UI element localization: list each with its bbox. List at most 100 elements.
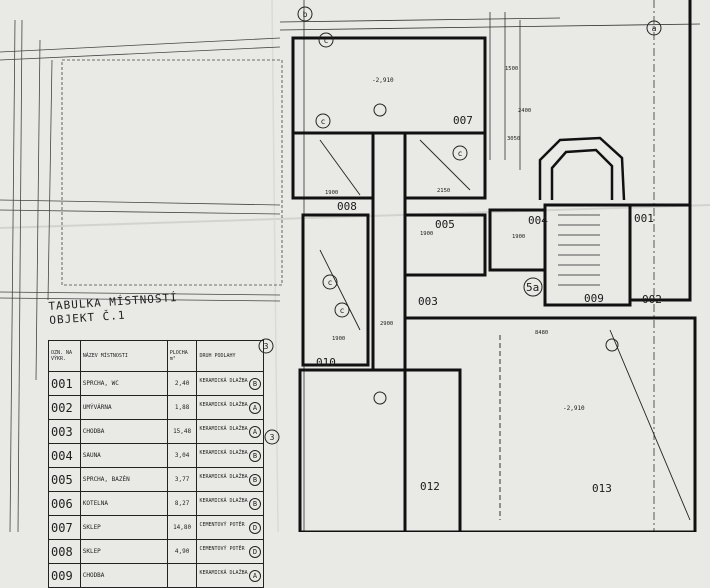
room-label: 002 bbox=[642, 293, 662, 306]
floor-text: KERAMICKÁ DLAŽBA bbox=[199, 569, 248, 576]
header-cell: DRUH PODLAHY bbox=[196, 340, 264, 372]
room-number: 006 bbox=[48, 491, 81, 516]
room-name: SPRCHA, WC bbox=[79, 371, 168, 396]
room-label: 012 bbox=[420, 480, 440, 493]
room-area: 15,48 bbox=[166, 419, 198, 444]
room-name: SAUNA bbox=[79, 443, 168, 468]
room-label: 005 bbox=[435, 218, 455, 231]
room-label: 001 bbox=[634, 212, 654, 225]
room-area: 8,27 bbox=[166, 491, 198, 516]
grid-marker: c bbox=[328, 278, 333, 287]
floor-mark: B bbox=[249, 473, 261, 486]
dimension-label: 2150 bbox=[437, 188, 450, 194]
room-label: 009 bbox=[584, 292, 604, 305]
header-cell: OZN. NA VÝKR. bbox=[48, 340, 81, 372]
grid-marker: b bbox=[303, 10, 308, 19]
grid-marker: c bbox=[340, 306, 345, 315]
floor-type: D CEMENTOVÝ POTĚR bbox=[196, 539, 264, 564]
room-name: SKLEP bbox=[79, 515, 168, 540]
grid-marker-labels: b c c c c c a 3 3 bbox=[264, 10, 657, 442]
header-cell: NÁZEV MÍSTNOSTI bbox=[79, 340, 168, 372]
dimension-label: 8480 bbox=[535, 330, 548, 336]
floor-mark: A bbox=[249, 569, 261, 582]
room-name: CHODBA bbox=[79, 563, 168, 588]
room-label: 003 bbox=[418, 295, 438, 308]
room-number: 005 bbox=[48, 467, 81, 492]
grid-marker: c bbox=[321, 117, 326, 126]
room-area bbox=[166, 563, 198, 588]
room-area: 14,80 bbox=[166, 515, 198, 540]
room-number: 002 bbox=[48, 395, 81, 420]
room-table-header: OZN. NA VÝKR. NÁZEV MÍSTNOSTI PLOCHA m² … bbox=[48, 340, 264, 372]
room-name: KOTELNA bbox=[79, 491, 168, 516]
grid-marker: 3 bbox=[270, 433, 275, 442]
room-name: SPRCHA, BAZÉN bbox=[79, 467, 168, 492]
room-label: 010 bbox=[316, 356, 336, 369]
floor-mark: B bbox=[249, 377, 261, 390]
header-cell: PLOCHA m² bbox=[166, 340, 198, 372]
floor-mark: D bbox=[249, 545, 261, 558]
dimension-label: 1900 bbox=[332, 336, 345, 342]
room-area: 3,77 bbox=[166, 467, 198, 492]
room-number: 007 bbox=[48, 515, 81, 540]
room-area: 1,88 bbox=[166, 395, 198, 420]
floor-mark: B bbox=[249, 449, 261, 462]
room-label: 013 bbox=[592, 482, 612, 495]
dimension-label: 2900 bbox=[380, 321, 393, 327]
room-name: UMÝVÁRNA bbox=[79, 395, 168, 420]
dimension-label: 3050 bbox=[507, 136, 520, 142]
floor-mark: A bbox=[249, 425, 261, 438]
floor-text: KERAMICKÁ DLAŽBA bbox=[199, 377, 248, 384]
room-table: TABULKA MÍSTNOSTÍ OBJEKT Č.1 OZN. NA VÝK… bbox=[10, 291, 264, 588]
level-mark: -2,910 bbox=[563, 405, 585, 412]
room-name: SKLEP bbox=[79, 539, 168, 564]
floor-text: KERAMICKÁ DLAŽBA bbox=[199, 473, 248, 480]
room-label: 004 bbox=[528, 214, 548, 227]
dimension-label: 1900 bbox=[512, 234, 525, 240]
room-number: 004 bbox=[48, 443, 81, 468]
dimension-label: 1900 bbox=[420, 231, 433, 237]
floor-plan-drawing: b c c c c c a 3 3 007 008 005 004 001 00… bbox=[0, 0, 710, 532]
room-name: CHODBA bbox=[79, 419, 168, 444]
floor-text: KERAMICKÁ DLAŽBA bbox=[199, 401, 248, 408]
floor-text: CEMENTOVÝ POTĚR bbox=[199, 521, 245, 528]
room-label: 008 bbox=[337, 200, 357, 213]
grid-marker: a bbox=[652, 24, 657, 33]
room-label: 007 bbox=[453, 114, 473, 127]
room-label: 5a bbox=[526, 281, 539, 294]
room-area: 3,04 bbox=[166, 443, 198, 468]
room-number: 008 bbox=[48, 539, 81, 564]
dimension-label: 1500 bbox=[505, 66, 518, 72]
floor-text: KERAMICKÁ DLAŽBA bbox=[199, 497, 248, 504]
room-table-grid: OZN. NA VÝKR. NÁZEV MÍSTNOSTI PLOCHA m² … bbox=[48, 340, 264, 588]
room-number: 001 bbox=[48, 371, 81, 396]
floor-text: KERAMICKÁ DLAŽBA bbox=[199, 425, 248, 432]
grid-marker: c bbox=[324, 36, 329, 45]
room-number: 009 bbox=[48, 563, 81, 588]
floor-text: KERAMICKÁ DLAŽBA bbox=[199, 449, 248, 456]
dimension-label: 2400 bbox=[518, 108, 531, 114]
floor-text: CEMENTOVÝ POTĚR bbox=[199, 545, 245, 552]
room-number: 003 bbox=[48, 419, 81, 444]
grid-marker: 3 bbox=[264, 342, 269, 351]
grid-marker: c bbox=[458, 149, 463, 158]
floor-mark: A bbox=[249, 401, 261, 414]
room-area: 4,90 bbox=[166, 539, 198, 564]
